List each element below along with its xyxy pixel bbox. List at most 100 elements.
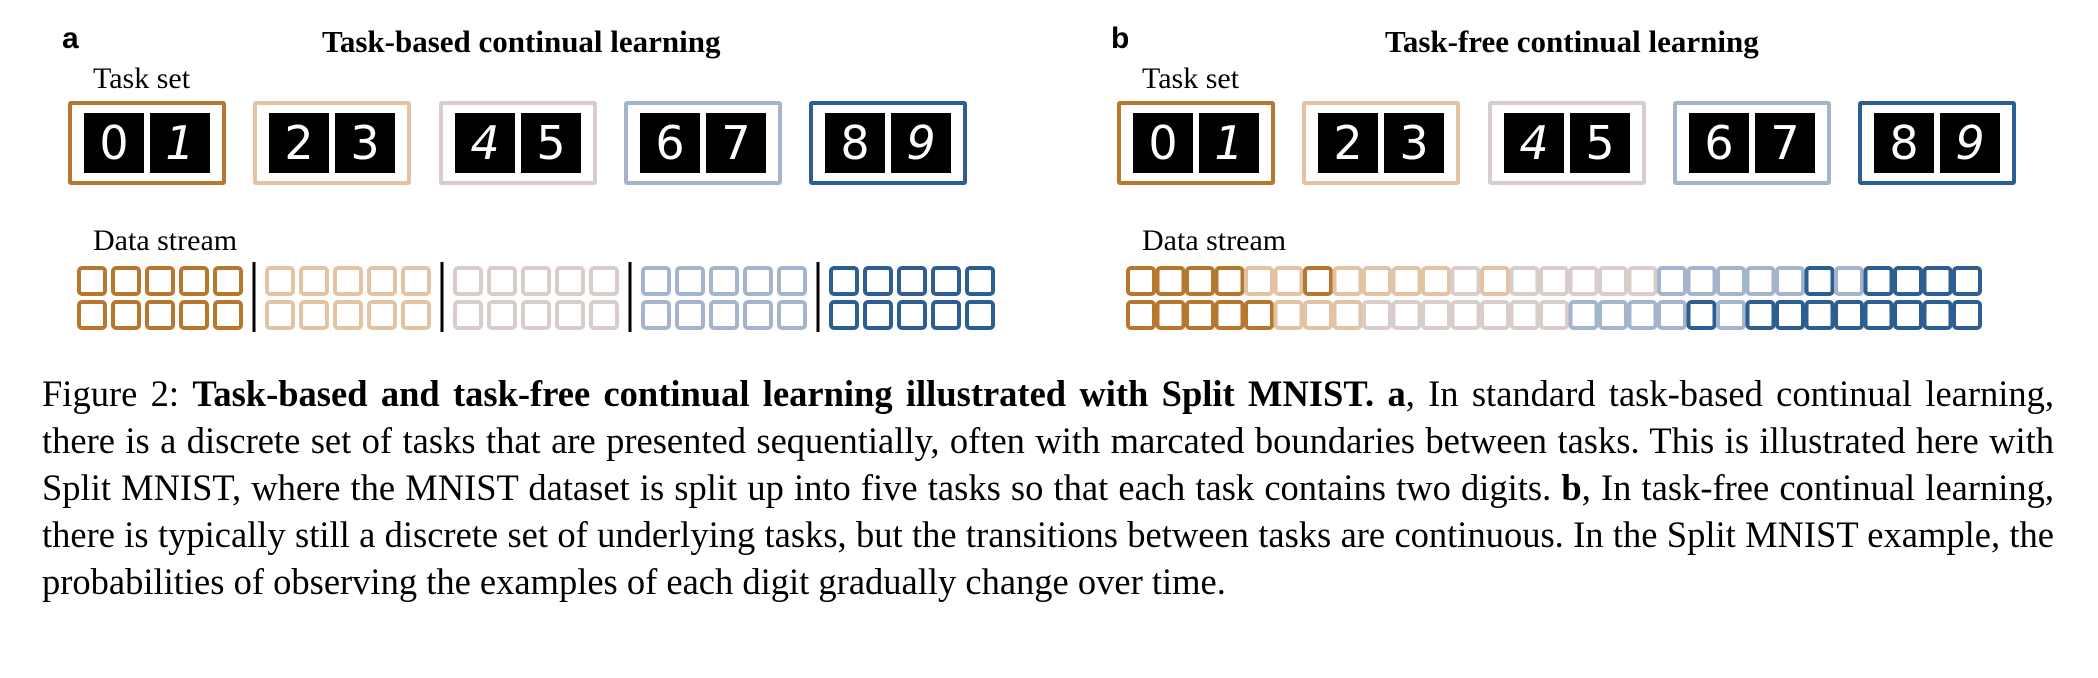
stream-sample [367, 266, 397, 296]
stream-sample [1332, 300, 1363, 330]
stream-sample [1362, 300, 1392, 330]
stream-sample [1775, 300, 1805, 330]
stream-sample [1391, 266, 1422, 296]
stream-sample [931, 266, 961, 296]
stream-sample [829, 266, 859, 296]
panel-b-title: Task-free continual learning [1385, 24, 1759, 59]
digit-image: 2 [1318, 113, 1378, 173]
stream-sample [1303, 300, 1333, 330]
stream-sample [1952, 300, 1982, 330]
stream-sample [555, 266, 585, 296]
digit-image: 5 [1570, 113, 1630, 173]
digit-image: 9 [891, 113, 951, 173]
stream-sample [1598, 266, 1628, 296]
digit-image: 8 [825, 113, 885, 173]
data-stream-graphics [77, 262, 1982, 332]
stream-sample [777, 300, 807, 330]
stream-sample [1273, 266, 1304, 296]
stream-sample [179, 266, 209, 296]
stream-sample [1922, 300, 1953, 330]
digit-image: 5 [521, 113, 581, 173]
stream-sample [897, 266, 927, 296]
stream-sample [1745, 266, 1776, 296]
panel-a-task-0: 0 1 [68, 101, 226, 185]
panel-a-task-2: 4 5 [439, 101, 597, 185]
caption-a-text: , In standard task-based continual learn… [42, 373, 2055, 508]
stream-sample [1745, 300, 1776, 330]
stream-sample [1568, 266, 1599, 296]
stream-sample [453, 266, 483, 296]
digit-image: 6 [640, 113, 700, 173]
panel-a-title: Task-based continual learning [322, 24, 721, 59]
digit-image: 8 [1874, 113, 1934, 173]
stream-sample [1834, 300, 1864, 330]
stream-sample [777, 266, 807, 296]
stream-sample [401, 266, 431, 296]
stream-sample [1421, 266, 1451, 296]
stream-sample [1863, 266, 1894, 296]
stream-sample [1273, 300, 1304, 330]
stream-sample [213, 300, 243, 330]
stream-sample [1185, 266, 1215, 296]
stream-sample [829, 300, 859, 330]
stream-sample [1509, 300, 1540, 330]
stream-sample [1480, 266, 1510, 296]
digit-image: 4 [455, 113, 515, 173]
stream-sample [1922, 266, 1953, 296]
stream-sample [1893, 266, 1923, 296]
panel-b-task-2: 4 5 [1488, 101, 1646, 185]
stream-sample [1539, 300, 1569, 330]
stream-sample [1244, 300, 1274, 330]
stream-sample [1450, 266, 1481, 296]
panel-b-task-3: 6 7 [1673, 101, 1831, 185]
stream-sample [709, 300, 739, 330]
stream-sample [897, 300, 927, 330]
digit-image: 2 [269, 113, 329, 173]
stream-sample [1185, 300, 1215, 330]
stream-sample [265, 300, 295, 330]
digit-image: 1 [1199, 113, 1259, 173]
caption-label: Figure 2: [42, 373, 180, 414]
stream-sample [1155, 266, 1186, 296]
stream-sample [1214, 300, 1245, 330]
panel-b-task-0: 0 1 [1117, 101, 1275, 185]
stream-sample [1686, 266, 1717, 296]
stream-sample [1627, 300, 1658, 330]
stream-sample [1362, 266, 1392, 296]
stream-sample [521, 300, 551, 330]
caption-b-marker: b [1561, 467, 1582, 508]
digit-image: 4 [1504, 113, 1564, 173]
stream-sample [931, 300, 961, 330]
stream-sample [333, 266, 363, 296]
stream-sample [299, 266, 329, 296]
stream-sample [1686, 300, 1717, 330]
stream-sample [1155, 300, 1186, 330]
stream-sample [145, 300, 175, 330]
digit-image: 9 [1940, 113, 2000, 173]
stream-sample [1657, 266, 1687, 296]
stream-sample [641, 300, 671, 330]
panel-a-data-stream-label: Data stream [93, 224, 238, 257]
panel-a-task-3: 6 7 [624, 101, 782, 185]
stream-sample [367, 300, 397, 330]
stream-sample [1598, 300, 1628, 330]
stream-sample [1627, 266, 1658, 296]
digit-image: 3 [1384, 113, 1444, 173]
stream-sample [1716, 300, 1746, 330]
stream-sample [487, 266, 517, 296]
panel-a-task-set-label: Task set [93, 62, 191, 95]
stream-sample [145, 266, 175, 296]
digit-image: 6 [1689, 113, 1749, 173]
digit-image: 7 [1755, 113, 1815, 173]
stream-sample [1775, 266, 1805, 296]
stream-sample [1804, 266, 1835, 296]
stream-sample [1539, 266, 1569, 296]
stream-sample [743, 266, 773, 296]
panel-b-task-1: 2 3 [1302, 101, 1460, 185]
panel-b-letter: b [1111, 22, 1130, 55]
digit-image: 1 [150, 113, 210, 173]
stream-sample [1893, 300, 1923, 330]
stream-sample [1391, 300, 1422, 330]
stream-sample [1421, 300, 1451, 330]
stream-sample [333, 300, 363, 330]
